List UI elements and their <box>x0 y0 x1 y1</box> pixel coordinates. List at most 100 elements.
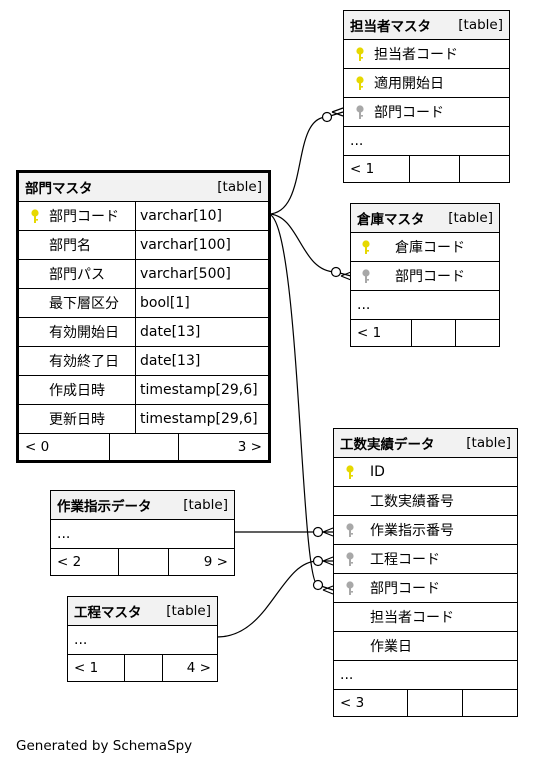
column-name: 部門コード <box>370 581 440 597</box>
table-name: 作業指示データ <box>57 499 152 515</box>
edge-bumon-souko <box>267 213 352 277</box>
footer-middle <box>409 156 459 182</box>
crowfoot-ring <box>321 111 333 123</box>
column-name-cell: 部門名 <box>19 231 135 259</box>
column-name-cell: 最下層区分 <box>19 289 135 317</box>
table-type: [table] <box>183 497 228 513</box>
table-footer: < 1 4 > <box>68 655 217 681</box>
column-row[interactable]: 部門コード <box>351 262 499 291</box>
column-name: 部門コード <box>374 105 444 121</box>
column-type: date[13] <box>135 347 268 375</box>
table-kousuu[interactable]: 工数実績データ [table] ID 工数実績番号 作業指示番号 工程コード 部… <box>333 428 518 717</box>
column-name: 工数実績番号 <box>370 494 454 510</box>
column-row[interactable]: 最下層区分 bool[1] <box>19 289 268 318</box>
table-header: 工数実績データ [table] <box>334 429 517 458</box>
column-name: 作成日時 <box>49 383 105 399</box>
crowfoot-fork <box>322 527 334 537</box>
column-type: varchar[10] <box>135 202 268 230</box>
column-row[interactable]: 更新日時 timestamp[29,6] <box>19 405 268 434</box>
column-type: bool[1] <box>135 289 268 317</box>
table-name: 倉庫マスタ <box>357 212 425 228</box>
primary-key-icon <box>346 465 354 479</box>
column-row[interactable]: 部門コード varchar[10] <box>19 202 268 231</box>
table-header: 倉庫マスタ [table] <box>351 204 499 233</box>
table-bumon[interactable]: 部門マスタ [table] 部門コード varchar[10] 部門名 varc… <box>16 170 271 463</box>
table-type: [table] <box>166 603 211 619</box>
column-row[interactable]: 部門名 varchar[100] <box>19 231 268 260</box>
column-row[interactable]: 部門コード <box>334 574 517 603</box>
column-name-cell: 作業指示番号 <box>334 516 517 544</box>
column-name-cell: 担当者コード <box>344 40 509 68</box>
primary-key-icon <box>356 76 364 90</box>
column-name-cell: 工程コード <box>334 545 517 573</box>
crowfoot-ring <box>312 579 324 591</box>
column-row[interactable]: 作業指示番号 <box>334 516 517 545</box>
crowfoot-fork <box>322 585 334 595</box>
column-name: 作業日 <box>370 639 412 655</box>
column-row[interactable]: ID <box>334 458 517 487</box>
column-name: 部門コード <box>395 269 465 285</box>
edge-bumon-kousuu <box>267 213 334 591</box>
table-sagyou[interactable]: 作業指示データ [table] ... < 2 9 > <box>50 490 235 576</box>
column-name-cell: 部門コード <box>334 574 517 602</box>
column-row[interactable]: 工数実績番号 <box>334 487 517 516</box>
table-type: [table] <box>466 435 511 451</box>
primary-key-icon <box>362 240 370 254</box>
column-row[interactable]: 有効開始日 date[13] <box>19 318 268 347</box>
column-name-cell: 部門パス <box>19 260 135 288</box>
column-name: 工程コード <box>370 552 440 568</box>
primary-key-icon <box>31 209 39 223</box>
column-name: 担当者コード <box>370 610 454 626</box>
table-name: 工数実績データ <box>340 437 435 453</box>
table-tantosha[interactable]: 担当者マスタ [table] 担当者コード 適用開始日 部門コード ... < … <box>343 10 510 183</box>
table-type: [table] <box>217 179 262 195</box>
crowfoot-ring <box>312 555 324 567</box>
column-type: varchar[100] <box>135 231 268 259</box>
foreign-key-icon <box>362 269 370 283</box>
crowfoot-fork <box>331 107 344 117</box>
parents-count: < 3 <box>340 695 365 711</box>
table-header: 作業指示データ [table] <box>51 491 234 520</box>
column-row[interactable]: 倉庫コード <box>351 233 499 262</box>
column-row[interactable]: 作成日時 timestamp[29,6] <box>19 376 268 405</box>
column-row[interactable]: 有効終了日 date[13] <box>19 347 268 376</box>
parents-count: < 1 <box>357 325 382 341</box>
ellipsis: ... <box>350 133 364 149</box>
table-header: 部門マスタ [table] <box>19 173 268 202</box>
column-name-cell: 適用開始日 <box>344 69 509 97</box>
table-name: 部門マスタ <box>25 181 93 197</box>
column-name-cell: 有効開始日 <box>19 318 135 346</box>
table-footer: < 1 <box>344 156 509 182</box>
table-header: 担当者マスタ [table] <box>344 11 509 40</box>
column-name-cell: 更新日時 <box>19 405 135 433</box>
column-name-cell: 部門コード <box>19 202 135 230</box>
parents-count: < 0 <box>25 439 50 455</box>
column-name: 更新日時 <box>49 412 105 428</box>
column-type: timestamp[29,6] <box>135 376 268 404</box>
column-name: 有効開始日 <box>49 325 119 341</box>
table-header: 工程マスタ [table] <box>68 597 217 626</box>
table-koutei[interactable]: 工程マスタ [table] ... < 1 4 > <box>67 596 218 682</box>
children-count <box>455 320 499 346</box>
column-name: 作業指示番号 <box>370 523 454 539</box>
column-name-cell: 作業日 <box>334 632 517 660</box>
foreign-key-icon <box>356 105 364 119</box>
table-footer: < 2 9 > <box>51 549 234 575</box>
edge-koutei-kousuu <box>216 560 333 638</box>
column-type: varchar[500] <box>135 260 268 288</box>
table-souko[interactable]: 倉庫マスタ [table] 倉庫コード 部門コード ... < 1 <box>350 203 500 347</box>
column-row[interactable]: 部門パス varchar[500] <box>19 260 268 289</box>
column-row[interactable]: 工程コード <box>334 545 517 574</box>
table-footer: < 3 <box>334 690 517 716</box>
column-row[interactable]: 作業日 <box>334 632 517 661</box>
column-row[interactable]: 担当者コード <box>334 603 517 632</box>
column-row[interactable]: 部門コード <box>344 98 509 127</box>
column-name: 最下層区分 <box>49 296 119 312</box>
column-row[interactable]: 担当者コード <box>344 40 509 69</box>
table-name: 担当者マスタ <box>350 19 431 35</box>
column-row[interactable]: 適用開始日 <box>344 69 509 98</box>
foreign-key-icon <box>346 523 354 537</box>
column-name-cell: ID <box>334 458 517 486</box>
table-type: [table] <box>458 17 503 33</box>
